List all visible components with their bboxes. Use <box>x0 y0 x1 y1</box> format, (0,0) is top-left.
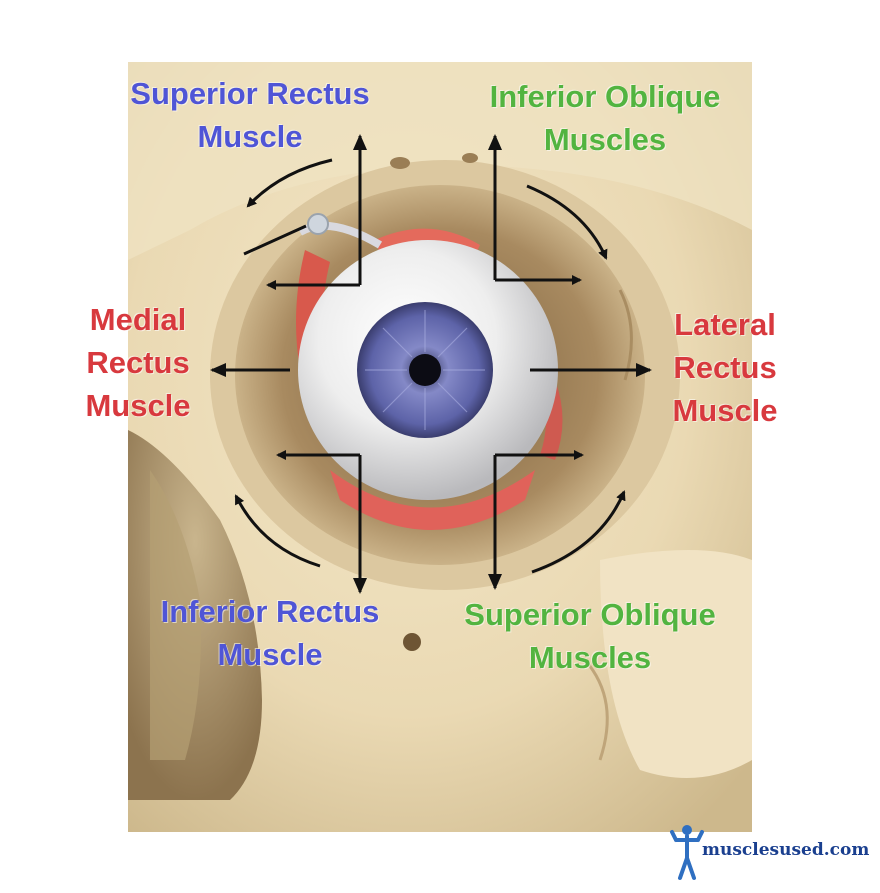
label-superior-rectus: Superior Rectus Muscle <box>130 76 370 154</box>
nasal-turbinate <box>150 470 201 760</box>
supraorbital-notch <box>390 157 410 169</box>
direction-arrows <box>210 134 652 594</box>
rotation-arrows <box>234 158 626 574</box>
inferior-oblique-tissue <box>330 470 535 530</box>
extorsion-arrow-upper <box>526 184 608 260</box>
zygomatic-bone <box>600 550 752 778</box>
eyeball <box>298 240 558 500</box>
intorsion-arrow-upper <box>246 158 333 208</box>
label-inferior-oblique: Inferior Oblique Muscles <box>489 79 721 157</box>
human-figure-icon <box>670 825 704 880</box>
infraorbital-foramen <box>403 633 421 651</box>
label-medial-rectus: Medial Rectus Muscle <box>85 302 191 423</box>
label-inferior-rectus: Inferior Rectus Muscle <box>160 594 380 672</box>
trochlea-tendon <box>298 221 383 249</box>
iris-pattern <box>365 310 485 430</box>
extorsion-arrow-lower <box>234 494 321 568</box>
intorsion-arrow-lower <box>531 490 626 574</box>
label-lateral-rectus: Lateral Rectus Muscle <box>672 307 778 428</box>
trochlea <box>307 213 329 235</box>
label-superior-oblique: Superior Oblique Muscles <box>464 597 716 675</box>
watermark-text: musclesused.com <box>702 840 870 860</box>
watermark: musclesused.com <box>672 824 876 882</box>
pupil <box>409 354 441 386</box>
